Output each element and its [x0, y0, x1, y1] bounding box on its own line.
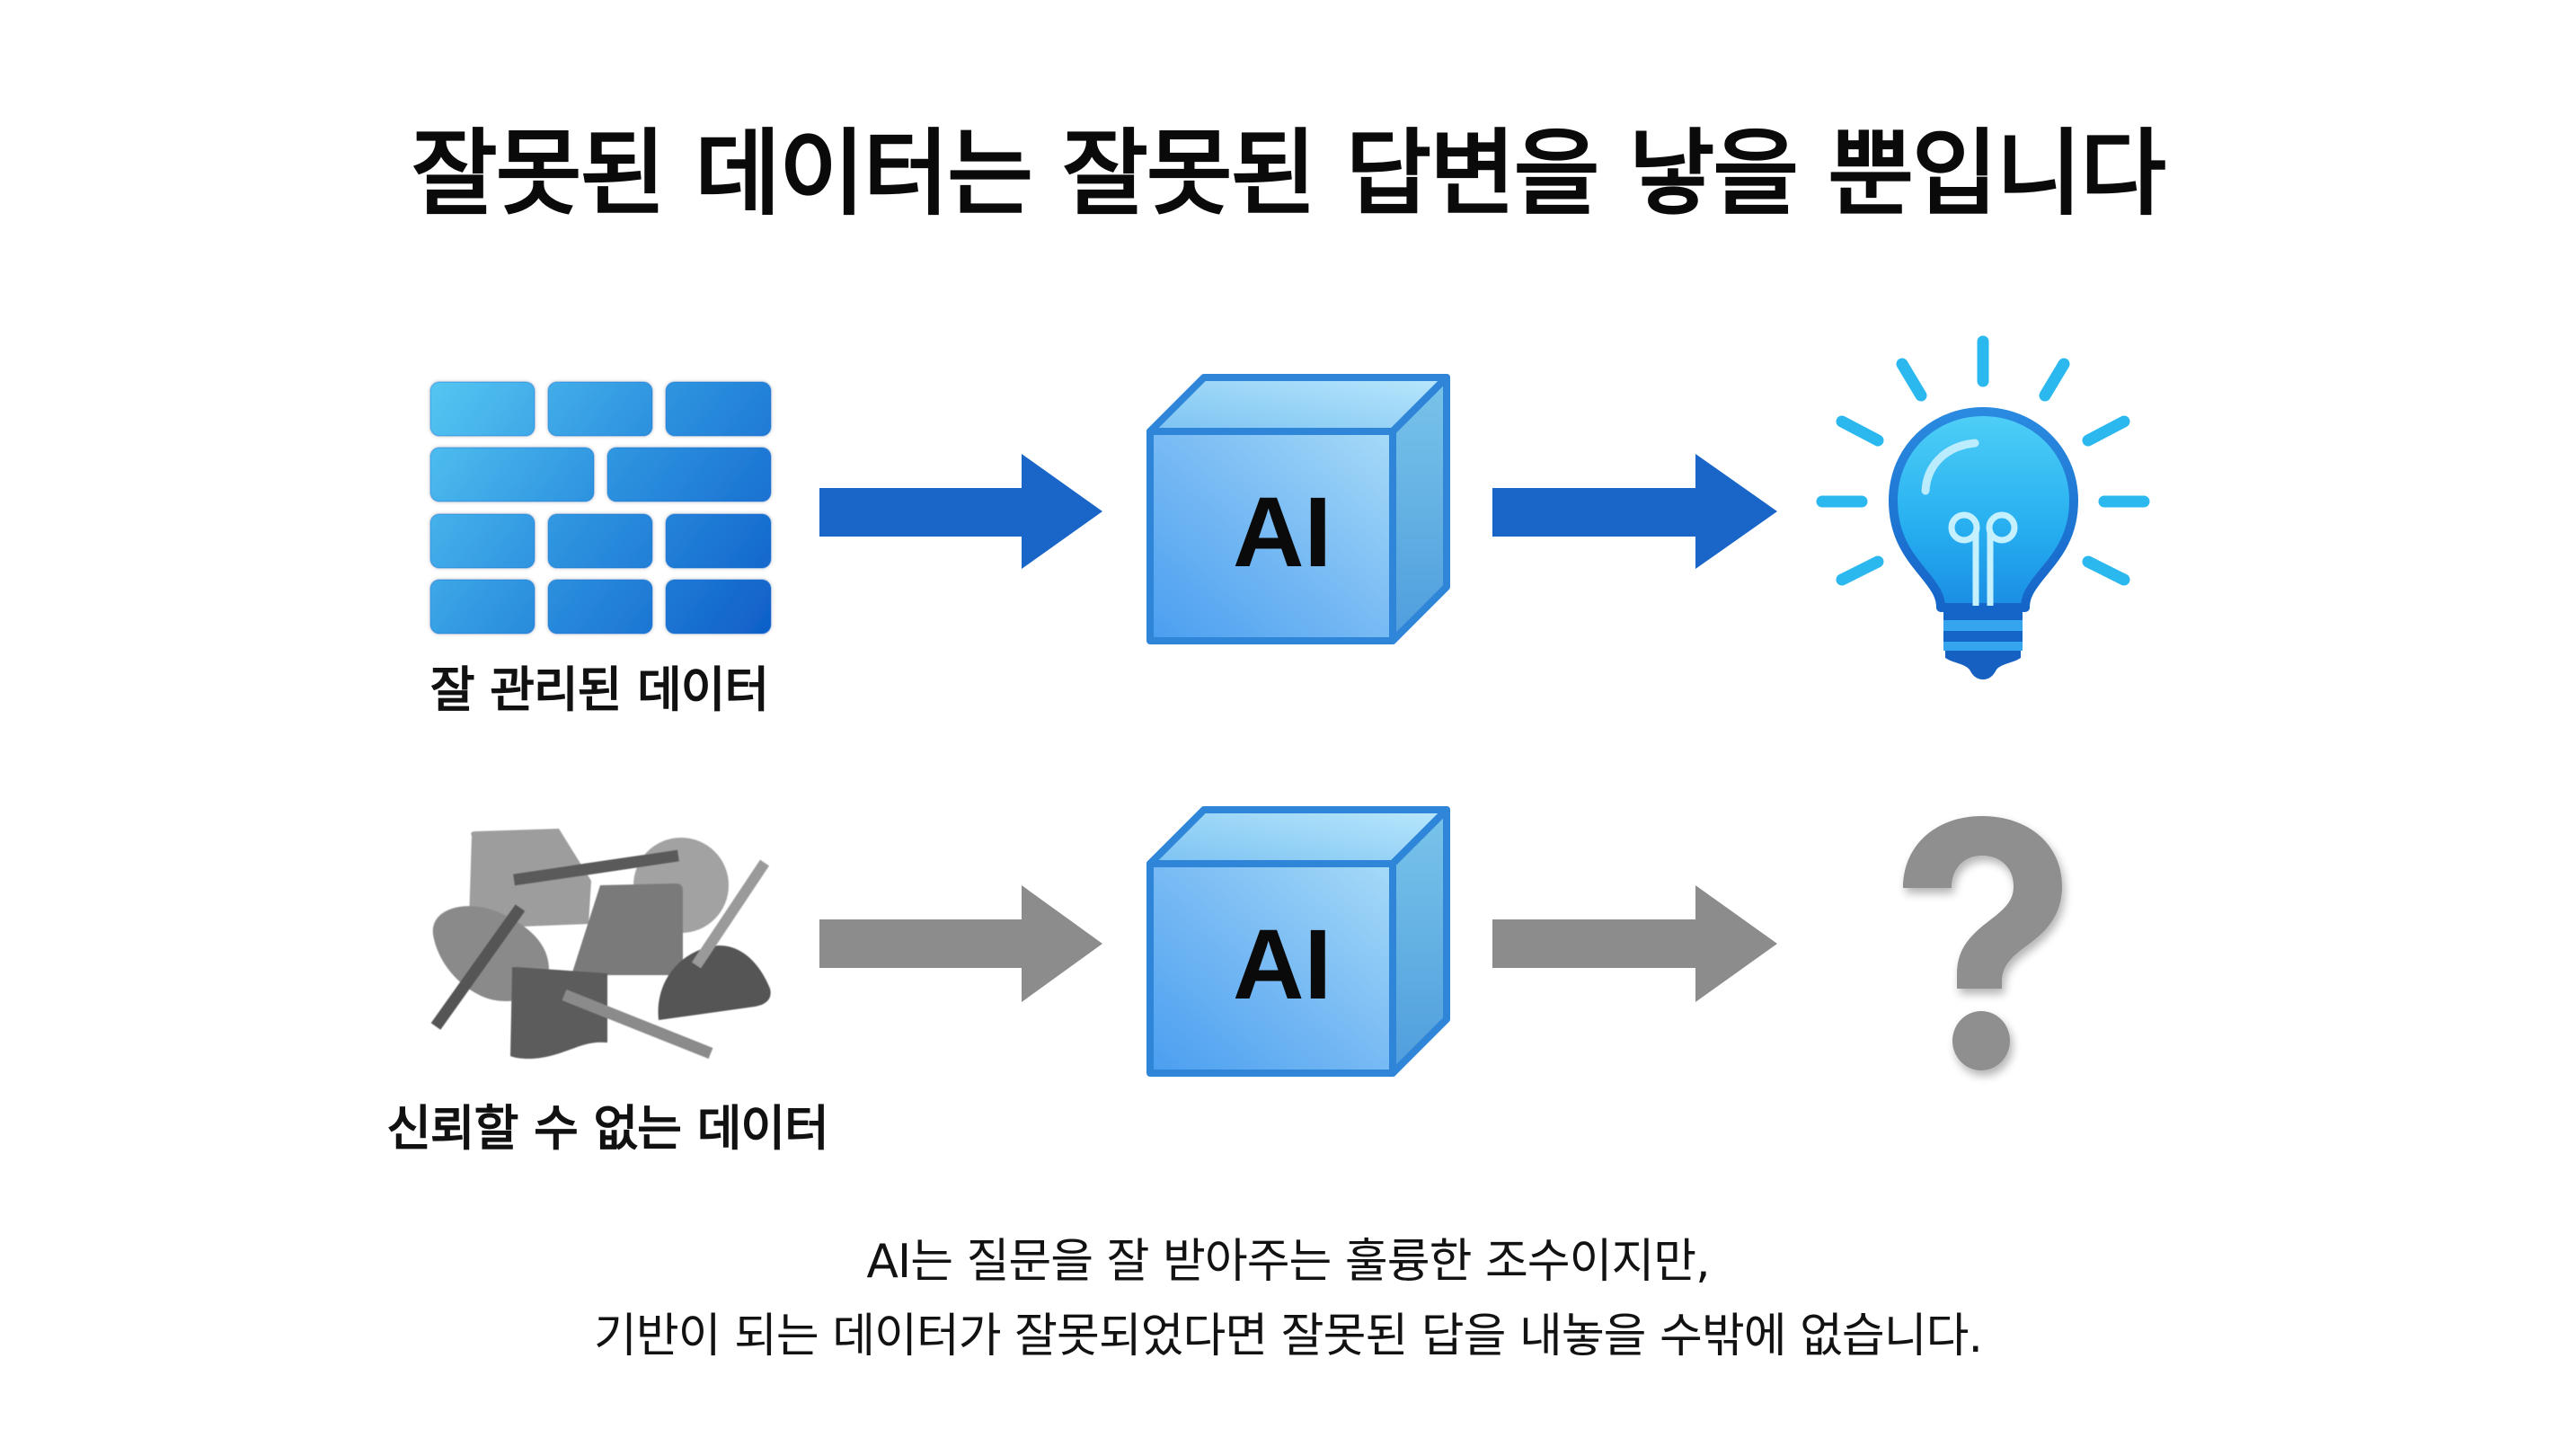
shape-bar	[692, 859, 769, 969]
brick	[429, 381, 536, 437]
shape-half-circle	[658, 945, 771, 1020]
light-rays	[1816, 335, 2150, 586]
organized-brick-grid-icon	[429, 381, 772, 635]
brick	[429, 579, 536, 635]
bulb-highlight	[1921, 439, 1979, 495]
arrow-right-icon	[1492, 454, 1777, 569]
arrow-right-icon	[1492, 885, 1777, 1002]
cube-front-face	[1146, 860, 1396, 1077]
brick	[606, 447, 772, 502]
question-dot	[1952, 1011, 2010, 1070]
good-data-label: 잘 관리된 데이터	[429, 661, 769, 718]
ai-cube-icon: AI	[1146, 806, 1450, 1077]
chaotic-shapes-icon	[430, 829, 771, 1060]
bulb-filament	[1948, 511, 2018, 609]
arrow-right-icon	[819, 885, 1102, 1002]
shape-bar	[513, 849, 679, 886]
unreliable-data-label: 신뢰할 수 없는 데이터	[386, 1100, 829, 1157]
brick	[547, 579, 653, 635]
shape-square	[571, 883, 683, 975]
ai-label: AI	[1233, 477, 1332, 588]
question-mark-icon	[1903, 816, 2062, 1070]
brick	[665, 513, 772, 569]
lightbulb-idea-icon	[1816, 335, 2150, 679]
shape-bar	[562, 989, 713, 1060]
bulb-glass	[1889, 407, 2078, 612]
page-title: 잘못된 데이터는 잘못된 답변을 낳을 뿐입니다	[412, 119, 2166, 228]
brick	[429, 447, 595, 502]
ai-label: AI	[1233, 910, 1332, 1020]
arrow-right-icon	[819, 454, 1102, 569]
cube-front-face	[1146, 428, 1396, 644]
brick	[547, 381, 653, 437]
bulb-base	[1943, 606, 2023, 679]
brick	[665, 381, 772, 437]
brick	[665, 579, 772, 635]
brick	[547, 513, 653, 569]
shape-bar	[430, 904, 526, 1030]
shape-wavy-square	[510, 967, 607, 1060]
brick	[429, 513, 536, 569]
caption-line-2: 기반이 되는 데이터가 잘못되었다면 잘못된 답을 내놓을 수밖에 없습니다.	[594, 1309, 1983, 1363]
question-hook	[1903, 816, 2062, 989]
caption-line-1: AI는 질문을 잘 받아주는 훌륭한 조수이지만,	[866, 1235, 1710, 1289]
ai-cube-icon: AI	[1146, 374, 1450, 644]
